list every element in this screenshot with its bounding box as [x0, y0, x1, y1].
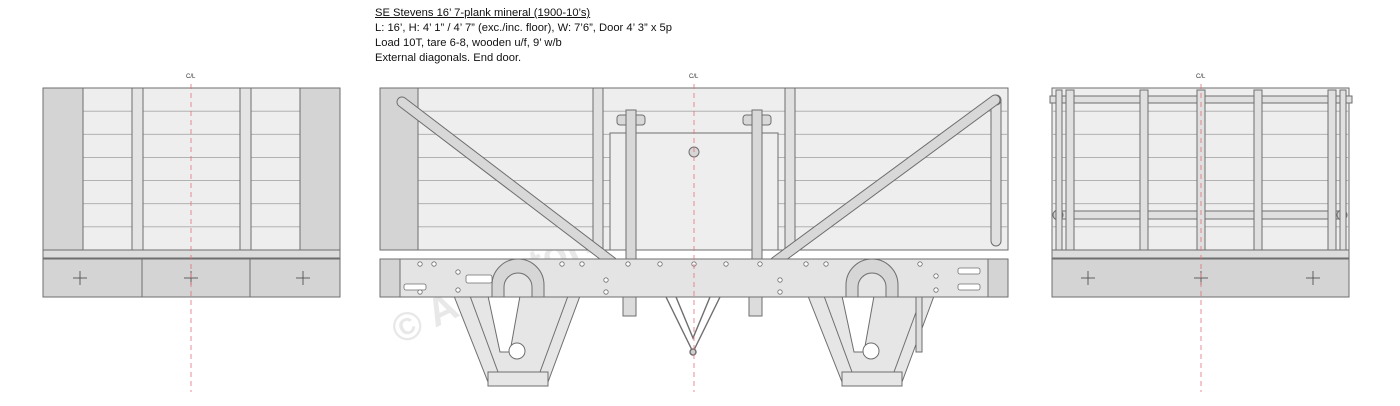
solebar-w-irons: [491, 258, 899, 298]
left-end-body: [42, 87, 341, 251]
solebar-bolts: [417, 261, 939, 295]
right-end-cl-label: C/L: [1196, 74, 1206, 80]
bolt: [431, 261, 437, 267]
solebar-details: [403, 267, 981, 291]
right-end-stanchion-outer-left: [1055, 89, 1063, 251]
left-end-floor-strip: [42, 249, 341, 259]
brake-vee: [665, 296, 721, 356]
bolt: [657, 261, 663, 267]
right-axleguard: [807, 295, 935, 387]
door-stanchion-left: [616, 109, 646, 261]
side-view: C/L: [379, 74, 1009, 392]
left-end-view: C/L: [42, 74, 341, 392]
bolt: [625, 261, 631, 267]
left-end-stanchion-2: [239, 87, 252, 251]
bolt: [603, 289, 609, 295]
bolt: [757, 261, 763, 267]
right-end-stanchion-mid-left: [1139, 89, 1149, 251]
spec-line-3: External diagonals. End door.: [375, 52, 522, 64]
drawing-title: SE Stevens 16’ 7-plank mineral (1900-10’…: [375, 7, 591, 19]
diagonal-left: [396, 96, 618, 268]
right-end-stanchion-mid-right: [1253, 89, 1263, 251]
left-axleguard: [453, 295, 581, 387]
bolt: [777, 277, 783, 283]
right-end-stanchion-outer-right: [1339, 89, 1347, 251]
bolt: [579, 261, 585, 267]
diagonal-right: [769, 94, 1001, 268]
bolt: [723, 261, 729, 267]
left-end-cl-label: C/L: [186, 74, 196, 80]
right-end-floor-strip: [1051, 249, 1350, 259]
bolt: [803, 261, 809, 267]
bolt: [917, 261, 923, 267]
side-end-stanchion: [990, 95, 1002, 247]
bolt: [933, 273, 939, 279]
bolt: [417, 261, 423, 267]
bolt: [777, 289, 783, 295]
drawing-title-block: SE Stevens 16’ 7-plank mineral (1900-10’…: [375, 6, 795, 66]
right-end-stanchion-left: [1065, 89, 1075, 251]
side-stanchion-2: [784, 87, 796, 251]
brake-blocks: [622, 295, 763, 317]
right-end-view: C/L: [1049, 74, 1353, 392]
side-stanchion-1: [592, 87, 604, 251]
right-end-stanchion-right: [1327, 89, 1337, 251]
left-end-corner-post-right: [299, 87, 341, 251]
side-buffer-beam-left: [379, 258, 401, 298]
bolt: [455, 269, 461, 275]
left-end-corner-post-left: [42, 87, 84, 251]
bolt: [559, 261, 565, 267]
side-buffer-beam-right: [987, 258, 1009, 298]
bolt: [823, 261, 829, 267]
spec-line-2: Load 10T, tare 6-8, wooden u/f, 9’ w/b: [375, 37, 562, 49]
bolt: [455, 287, 461, 293]
bolt: [933, 287, 939, 293]
left-end-planks: [43, 110, 340, 228]
bolt: [603, 277, 609, 283]
bolt: [417, 289, 423, 295]
side-cl-label: C/L: [689, 74, 699, 80]
spec-line-1: L: 16’, H: 4’ 1” / 4’ 7” (exc./inc. floo…: [375, 22, 672, 34]
left-end-stanchion-1: [131, 87, 144, 251]
